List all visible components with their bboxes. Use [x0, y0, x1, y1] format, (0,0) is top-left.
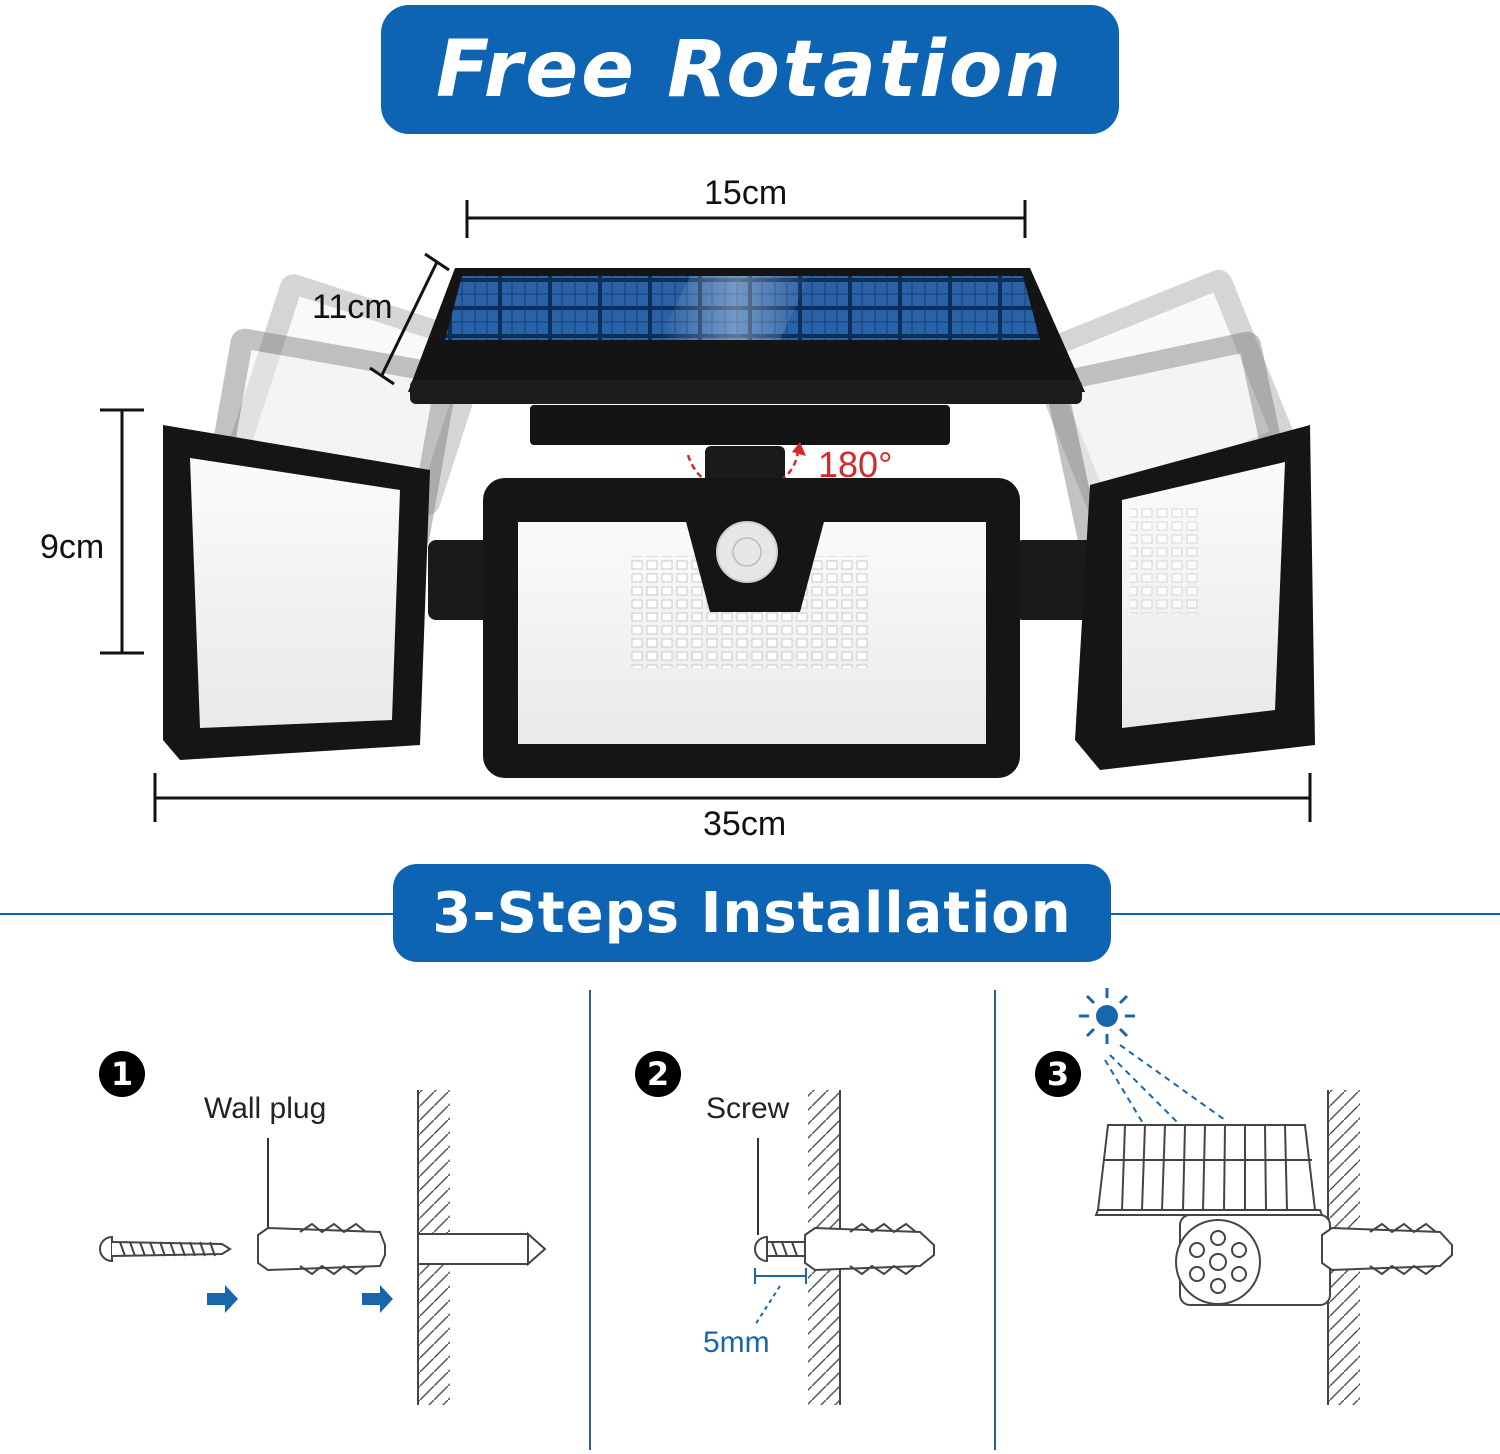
step-2-diagram [753, 1090, 935, 1405]
solar-panel [408, 268, 1085, 445]
swivel-joint [705, 446, 785, 486]
screw-label: Screw [706, 1092, 790, 1125]
motion-sensor-icon [716, 521, 778, 583]
lamp-panel-left [163, 425, 430, 760]
arm-joint-left [428, 540, 498, 620]
step-separator-2 [994, 990, 996, 1450]
dimension-depth-label: 11cm [312, 288, 393, 326]
dimension-line-11cm [369, 252, 450, 386]
step-3-badge: 3 [1035, 1051, 1081, 1097]
dimension-line-15cm [465, 200, 1027, 238]
sun-icon [1079, 988, 1135, 1044]
depth-indicator [754, 1268, 807, 1326]
dimension-height-label: 9cm [40, 528, 105, 566]
depth-5mm-label: 5mm [703, 1326, 770, 1359]
step-separator-1 [589, 990, 591, 1450]
rotation-angle-label: 180° [818, 444, 893, 485]
lamp-panel-right [1075, 425, 1315, 770]
dimension-line-35cm [153, 773, 1312, 822]
product-illustration [100, 200, 1315, 822]
lamp-panel-center [483, 478, 1020, 778]
step-2-badge: 2 [635, 1051, 681, 1097]
installation-heading: 3-Steps Installation [393, 864, 1111, 962]
step-1-badge: 1 [99, 1051, 145, 1097]
dimension-width-top-label: 15cm [704, 174, 788, 212]
divider-right [1110, 913, 1500, 915]
sunlight-rays [1104, 1044, 1226, 1186]
divider-left [0, 913, 395, 915]
free-rotation-heading: Free Rotation [381, 5, 1119, 134]
step-1-diagram [98, 1090, 547, 1405]
dimension-width-total-label: 35cm [703, 805, 787, 843]
arm-joint-right [1015, 540, 1095, 620]
wall-plug-label: Wall plug [204, 1092, 327, 1125]
dimension-line-9cm [100, 408, 144, 655]
arrow-right-icon [207, 1285, 393, 1313]
step-3-diagram [1094, 1090, 1453, 1405]
